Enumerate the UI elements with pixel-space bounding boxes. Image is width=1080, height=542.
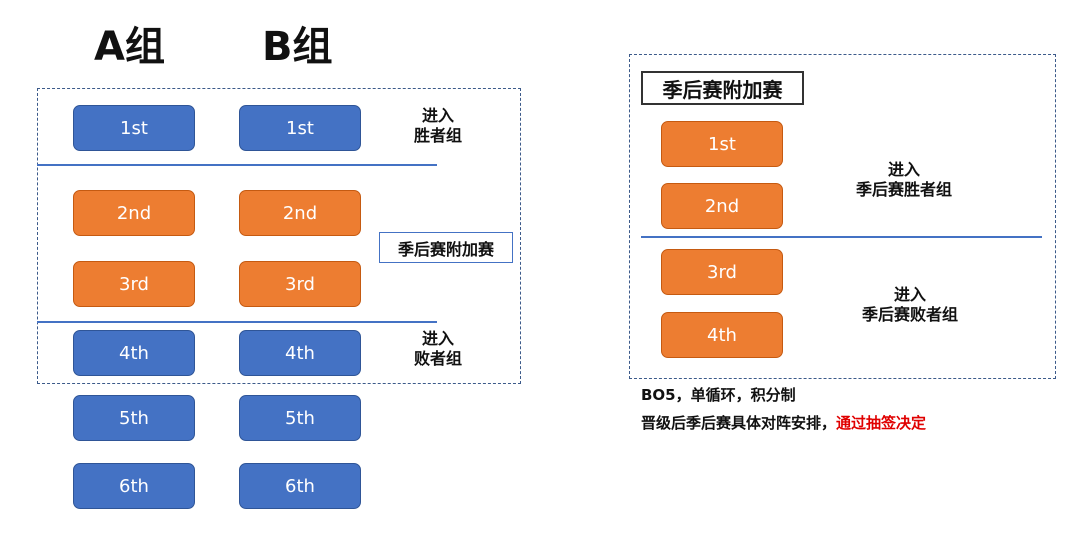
group-a-3rd: 3rd [73, 261, 195, 307]
winners-label-line1: 进入 [421, 106, 454, 125]
winners-divider [37, 164, 437, 166]
winners-label-line2: 胜者组 [413, 126, 462, 145]
group-a-2nd: 2nd [73, 190, 195, 236]
group-b-title: B组 [262, 24, 333, 70]
group-b-6th: 6th [239, 463, 361, 509]
playin-losers-label: 进入 季后赛败者组 [840, 285, 980, 325]
draw-note: 晋级后季后赛具体对阵安排，通过抽签决定 [641, 412, 926, 434]
group-a-6th: 6th [73, 463, 195, 509]
group-b-2nd: 2nd [239, 190, 361, 236]
playin-winners-line1: 进入 [887, 160, 920, 179]
winners-label: 进入 胜者组 [398, 106, 478, 146]
format-note: BO5，单循环，积分制 [641, 386, 796, 404]
playin-panel [629, 54, 1056, 379]
group-a-4th: 4th [73, 330, 195, 376]
group-a-title: A组 [94, 24, 165, 70]
playin-losers-line2: 季后赛败者组 [861, 305, 958, 324]
playin-2nd: 2nd [661, 183, 783, 229]
losers-divider [37, 321, 437, 323]
draw-note-highlight: 通过抽签决定 [836, 414, 927, 432]
group-b-5th: 5th [239, 395, 361, 441]
playin-divider [641, 236, 1042, 238]
playin-losers-line1: 进入 [893, 285, 926, 304]
playin-4th: 4th [661, 312, 783, 358]
qualification-zone [37, 88, 521, 384]
losers-label-line2: 败者组 [413, 349, 462, 368]
playin-label: 季后赛附加赛 [379, 232, 513, 263]
group-a-1st: 1st [73, 105, 195, 151]
draw-note-prefix: 晋级后季后赛具体对阵安排， [641, 414, 837, 432]
playin-1st: 1st [661, 121, 783, 167]
playin-3rd: 3rd [661, 249, 783, 295]
losers-label: 进入 败者组 [398, 329, 478, 369]
losers-label-line1: 进入 [421, 329, 454, 348]
playin-winners-line2: 季后赛胜者组 [855, 180, 952, 199]
group-a-5th: 5th [73, 395, 195, 441]
playin-panel-title: 季后赛附加赛 [641, 71, 804, 105]
group-b-1st: 1st [239, 105, 361, 151]
group-b-4th: 4th [239, 330, 361, 376]
playin-winners-label: 进入 季后赛胜者组 [840, 160, 968, 200]
group-b-3rd: 3rd [239, 261, 361, 307]
